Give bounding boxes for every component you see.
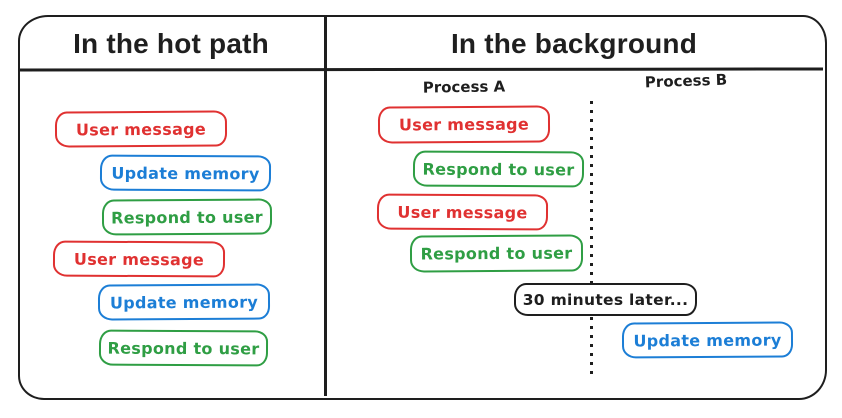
timeline-note-box: 30 minutes later...: [514, 283, 697, 316]
flow-box-respond-to-user: Respond to user: [98, 329, 269, 367]
flow-box-update-memory: Update memory: [621, 321, 794, 359]
flow-box-label: User message: [398, 114, 530, 135]
flow-box-label: User message: [75, 119, 207, 139]
flow-box-respond-to-user: Respond to user: [409, 234, 584, 273]
flow-box-label: Update memory: [109, 292, 259, 312]
flow-box-label: Respond to user: [107, 338, 260, 358]
flow-box-label: Update memory: [111, 163, 260, 183]
panel-divider: [324, 15, 327, 396]
flow-box-respond-to-user: Respond to user: [412, 150, 585, 188]
flow-box-respond-to-user: Respond to user: [101, 198, 273, 236]
flow-box-update-memory: Update memory: [97, 283, 271, 321]
flow-box-user-message: User message: [377, 105, 551, 144]
flow-box-label: Respond to user: [422, 159, 575, 179]
flow-box-user-message: User message: [52, 240, 226, 278]
flow-box-label: Respond to user: [110, 207, 264, 227]
flow-box-user-message: User message: [376, 193, 549, 231]
flow-box-update-memory: Update memory: [99, 154, 272, 192]
flow-box-label: Respond to user: [420, 243, 573, 264]
timeline-note-label: 30 minutes later...: [522, 290, 689, 309]
flow-box-label: User message: [397, 202, 528, 222]
hot-path-title: In the hot path: [73, 28, 269, 59]
flow-box-label: Update memory: [633, 330, 782, 350]
process-a-label: Process A: [422, 77, 506, 97]
background-title: In the background: [450, 28, 698, 59]
outer-frame: [18, 15, 827, 400]
flow-box-user-message: User message: [54, 110, 228, 148]
process-separator-dotted-line: [590, 101, 593, 377]
flow-box-label: User message: [73, 249, 205, 269]
